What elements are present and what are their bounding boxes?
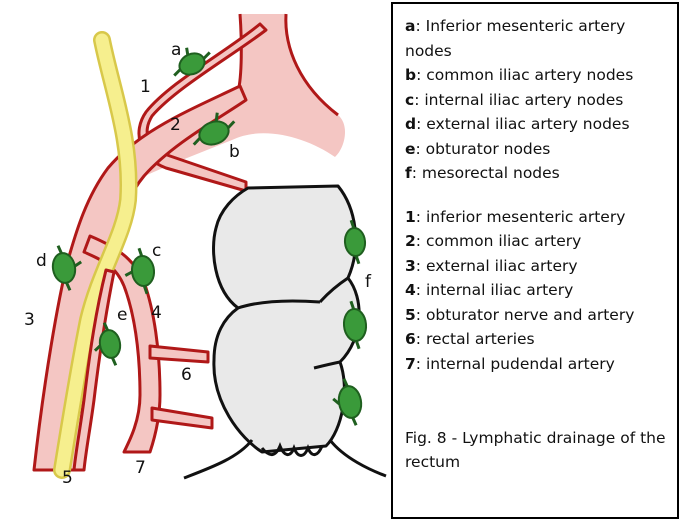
anal-canal — [260, 441, 324, 457]
label-node-a: a — [171, 40, 181, 60]
label-node-e: e — [117, 305, 127, 325]
legend-item-node-c: c: internal iliac artery nodes — [405, 90, 624, 109]
rectum-fold-2 — [318, 276, 349, 304]
label-vessel-1: 1 — [140, 77, 151, 97]
legend-item-node-d: d: external iliac artery nodes — [405, 115, 630, 133]
anal-skin-left — [183, 439, 254, 480]
figure-caption: Fig. 8 - Lymphatic drainage of the rectu… — [405, 429, 666, 471]
rectal-artery-lower — [150, 406, 214, 430]
lymph-node-f2 — [342, 300, 368, 350]
rectum-fold-3 — [313, 360, 341, 370]
legend-item-vessel-3: 3: external iliac artery — [405, 256, 578, 275]
label-node-c: c — [152, 241, 161, 261]
legend-item-vessel-4: 4: internal iliac artery — [405, 281, 574, 299]
rectal-artery-upper — [148, 344, 210, 364]
legend-item-node-e: e: obturator nodes — [405, 139, 551, 158]
label-vessel-7: 7 — [135, 458, 146, 478]
legend-item-node-f: f: mesorectal nodes — [405, 164, 560, 182]
rectum-lymphatic-diagram: a b c d e f 1 2 3 4 5 6 7 — [24, 13, 387, 488]
legend-item-vessel-7: 7: internal pudendal artery — [405, 354, 615, 373]
lymph-node-f1 — [343, 219, 367, 265]
rectum — [212, 184, 361, 454]
anal-skin-right — [328, 439, 387, 478]
rectum-fold-1 — [237, 299, 321, 310]
legend-vessels: 1: inferior mesenteric artery 2: common … — [405, 205, 667, 377]
legend-item-vessel-2: 2: common iliac artery — [405, 232, 582, 250]
legend-item-vessel-6: 6: rectal arteries — [405, 330, 535, 348]
legend-box: a: Inferior mesenteric artery nodes b: c… — [391, 2, 679, 519]
aorta-wall-left — [236, 13, 243, 93]
lymph-node-d — [51, 245, 83, 291]
label-node-d: d — [36, 251, 47, 271]
lymph-node-b — [192, 112, 236, 146]
label-vessel-3: 3 — [24, 310, 35, 330]
lymph-node-c — [124, 247, 156, 295]
legend-item-node-a: a: Inferior mesenteric artery nodes — [405, 17, 626, 60]
label-node-b: b — [229, 142, 240, 162]
lymph-node-a — [173, 47, 211, 77]
label-vessel-5: 5 — [62, 468, 73, 488]
lymph-node-f3 — [332, 378, 363, 426]
aorta-wall-right — [284, 13, 339, 117]
label-node-f: f — [365, 272, 372, 292]
lymph-node-e — [93, 322, 122, 366]
legend-item-node-b: b: common iliac artery nodes — [405, 66, 634, 84]
label-vessel-6: 6 — [181, 365, 192, 385]
legend-nodes: a: Inferior mesenteric artery nodes b: c… — [405, 14, 667, 186]
legend-item-vessel-1: 1: inferior mesenteric artery — [405, 207, 626, 226]
label-vessel-2: 2 — [170, 115, 181, 135]
label-vessel-4: 4 — [151, 303, 162, 323]
obturator-nerve-core — [55, 33, 136, 477]
legend-item-vessel-5: 5: obturator nerve and artery — [405, 305, 635, 324]
